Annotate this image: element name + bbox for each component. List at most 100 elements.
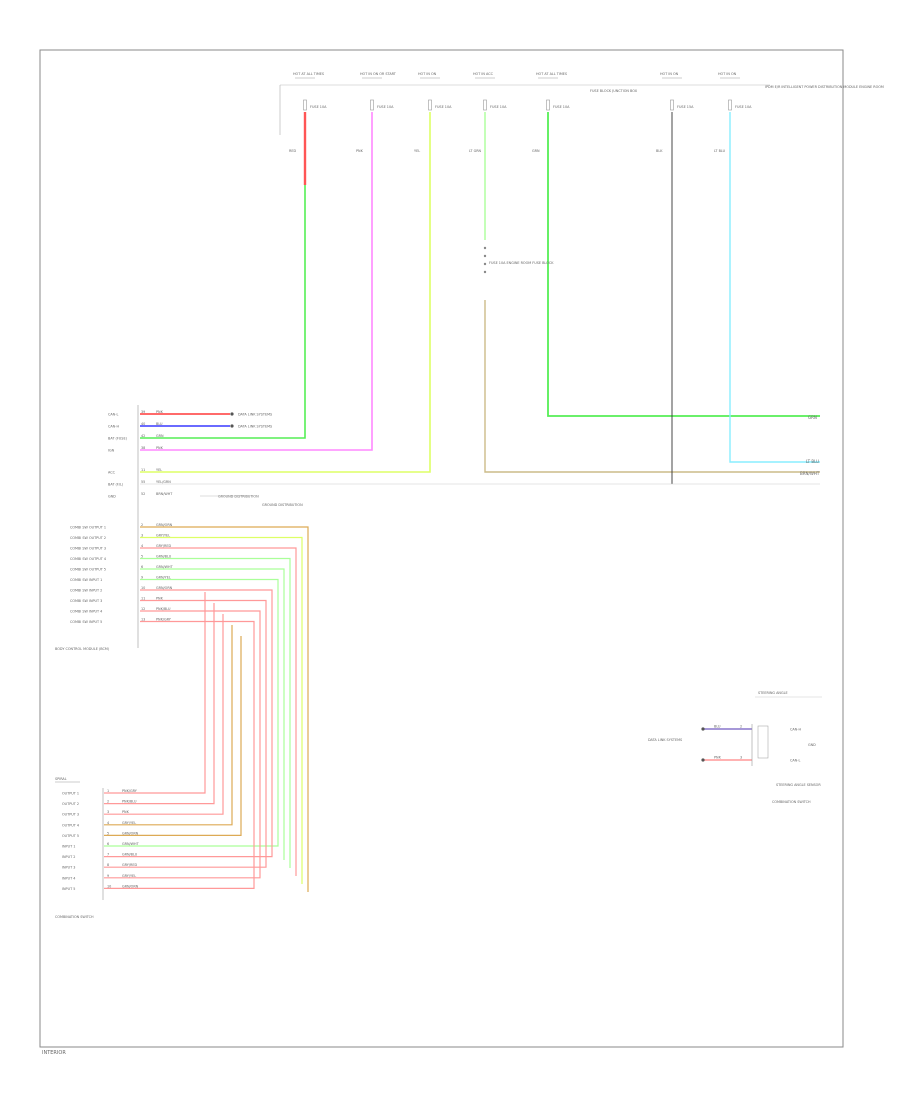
combi-wire-color: GRN/WHT [122, 842, 140, 846]
fuse-rating: FUSE 10A [377, 105, 394, 109]
bundle-wire [104, 578, 279, 847]
fuse-title: HOT IN ON [660, 72, 679, 76]
bcm-combi-wire-color: GRN/BLU [156, 555, 172, 559]
combi-pin-name: INPUT 4 [62, 876, 75, 880]
bcm-combi-wire-color: GRN/WHT [156, 565, 174, 569]
bcm-combi-wire-color: GRN/ORN [156, 523, 173, 527]
ipdm-note: IPDM E/R INTELLIGENT POWER DISTRIBUTION … [765, 85, 884, 89]
combi-pin-number: 4 [107, 821, 109, 825]
combi-pin-number: 3 [107, 810, 109, 814]
combi-header: SPIRAL [55, 777, 67, 781]
bcm-wire-color: BRN/WHT [156, 492, 173, 496]
bcm-wire-color: YEL [156, 468, 162, 472]
fuse-symbol [670, 99, 674, 111]
bcm-combi-wire-color: GRY/RED [156, 544, 171, 548]
fuse-wire-label: LT BLU [714, 149, 726, 153]
bcm-combi-wire-color: PNK/BLU [156, 607, 171, 611]
bcm-wire-color: PNK [156, 410, 164, 414]
bcm-combi-pin-name: COMBI SW OUTPUT 5 [70, 568, 106, 572]
bcm-pin-number: 52 [141, 492, 145, 496]
right-label-ltblu: LT BLU [806, 459, 819, 464]
right-label-brnwht: BRN/WHT [800, 471, 820, 476]
sensor-side-label: CAN-H [790, 728, 801, 732]
bcm-combi-pin-name: COMBI SW INPUT 2 [70, 589, 102, 593]
bcm-pin-number: 40 [141, 422, 145, 426]
fuse-symbol [546, 99, 550, 111]
sensor-destination: DATA LINK SYSTEMS [648, 738, 682, 742]
bundle-wire [104, 589, 273, 858]
fuse-rating: FUSE 10A [553, 105, 570, 109]
fuse-title: HOT IN ON OR START [360, 72, 397, 76]
bcm-pin-number: 39 [141, 410, 145, 414]
combi-pin-name: INPUT 3 [62, 866, 75, 870]
sensor-pin-number: 2 [740, 725, 742, 729]
wire-acc [140, 112, 431, 473]
sensor-wire-color: BLU [714, 725, 721, 729]
can-arrow [230, 412, 234, 416]
sensor-wire-color: PNK [714, 756, 722, 760]
bcm-combi-pin-name: COMBI SW OUTPUT 3 [70, 547, 106, 551]
fuse-block-note: FUSE BLOCK JUNCTION BOX [590, 89, 638, 93]
fuse-wire-label: BLK [656, 149, 663, 153]
combi-wire-color: GRN/ORN [122, 831, 139, 835]
can-arrow [230, 424, 234, 428]
combi-pin-number: 5 [107, 831, 109, 835]
sensor-arrow [701, 758, 705, 762]
bcm-wire-color: PNK [156, 446, 164, 450]
combi-pin-name: INPUT 5 [62, 887, 75, 891]
bcm-combi-wire-color: GRN/ORN [156, 586, 173, 590]
bundle-wire [140, 547, 297, 876]
bcm-combi-wire-color: GRY/YEL [156, 534, 170, 538]
bcm-pin-name: BAT (FUSE) [108, 437, 128, 441]
bcm-combi-pin-name: COMBI SW INPUT 1 [70, 578, 102, 582]
combi-wire-color: PNK/GRY [122, 789, 138, 793]
sensor-header: STEERING ANGLE [758, 691, 788, 695]
bcm-combi-pin-name: COMBI SW OUTPUT 1 [70, 526, 106, 530]
combi-pin-name: INPUT 2 [62, 855, 75, 859]
fuse-title: HOT AT ALL TIMES [536, 72, 567, 76]
bcm-pin-name: IGN [108, 449, 115, 453]
bcm-combi-pin-name: COMBI SW INPUT 4 [70, 610, 102, 614]
fuse-wire-label: LT GRN [469, 149, 482, 153]
bcm-wire-color: GRN [156, 434, 164, 438]
fuse-rating: FUSE 10A [435, 105, 452, 109]
splice-dot [483, 270, 487, 274]
combi-pin-name: OUTPUT 5 [62, 834, 79, 838]
bcm-title: BODY CONTROL MODULE (BCM) [55, 647, 110, 651]
combi-wire-color: PNK [122, 810, 130, 814]
bcm-combi-pin-number: 12 [141, 607, 145, 611]
bcm-wire-destination: DATA LINK SYSTEMS [238, 425, 272, 429]
splice-dot [483, 262, 487, 266]
combi-wire-color: GRY/YEL [122, 821, 136, 825]
combi-wire-color: GRY/YEL [122, 874, 136, 878]
combi-output-wire [104, 603, 215, 805]
bundle-wire [104, 610, 261, 879]
right-label-grn: GRN [808, 415, 817, 420]
sensor-gnd-label: GND [808, 743, 816, 747]
sensor-side-label: CAN-L [790, 759, 800, 763]
bcm-combi-pin-name: COMBI SW OUTPUT 2 [70, 536, 106, 540]
fuse-title: HOT IN ACC [473, 72, 494, 76]
fuse-rating: FUSE 10A [735, 105, 752, 109]
sensor-pin-number: 3 [740, 756, 742, 760]
combi-wire-color: GRN/BLU [122, 853, 138, 857]
combi-pin-number: 8 [107, 863, 109, 867]
wire-layer [104, 112, 820, 892]
bcm-combi-pin-number: 9 [141, 576, 143, 580]
combi-output-wire [104, 592, 206, 794]
bundle-wire [140, 557, 291, 868]
bcm-pin-name: ACC [108, 471, 116, 475]
fuse-rating: FUSE 10A [310, 105, 327, 109]
fuse-symbol [303, 99, 307, 111]
sensor-title: STEERING ANGLE SENSOR [776, 783, 821, 787]
combi-output-wire [104, 636, 242, 837]
fuse-title: HOT AT ALL TIMES [293, 72, 324, 76]
bcm-combi-pin-name: COMBI SW OUTPUT 4 [70, 557, 106, 561]
combi-pin-number: 2 [107, 800, 109, 804]
combi-pin-name: OUTPUT 4 [62, 823, 79, 827]
combi-output-wire [104, 625, 233, 826]
splice-dot [483, 246, 487, 250]
bcm-pin-number: 11 [141, 468, 145, 472]
